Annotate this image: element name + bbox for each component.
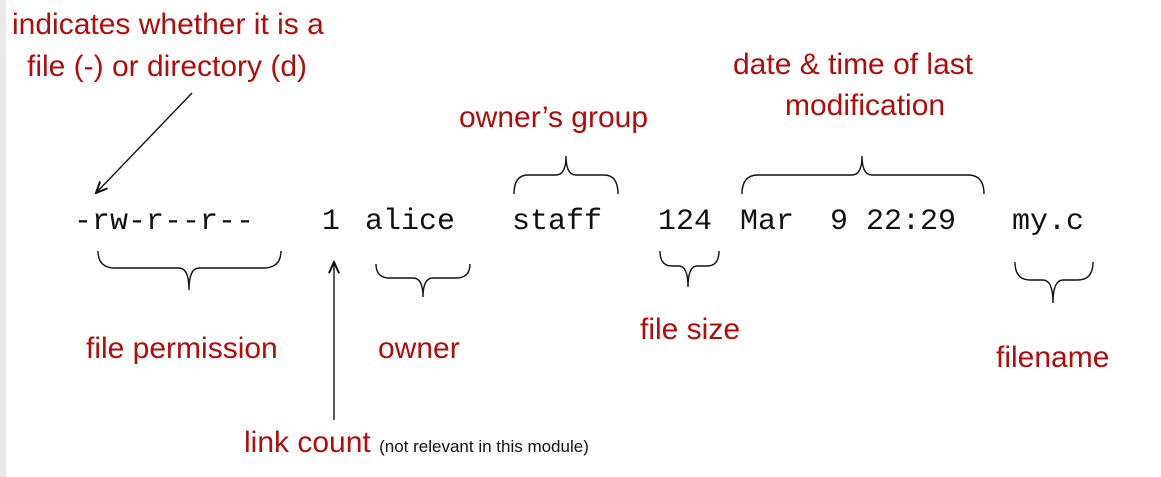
permissions-brace <box>97 250 282 291</box>
group-field: staff <box>512 205 603 239</box>
permissions-label: file permission <box>86 332 278 365</box>
group-brace <box>513 155 619 195</box>
date-label-line1: date & time of last <box>733 48 974 81</box>
size-label: file size <box>640 313 741 346</box>
file-type-label-line1: indicates whether it is a <box>12 8 324 41</box>
size-brace <box>659 250 720 288</box>
date-time-brace <box>741 155 985 195</box>
file-type-arrow <box>96 92 193 193</box>
filename-label: filename <box>996 341 1110 374</box>
link-count-note: (not relevant in this module) <box>379 437 589 456</box>
date-time-field: Mar 9 22:29 <box>740 205 957 239</box>
link-count-label: link count (not relevant in this module) <box>244 425 589 464</box>
owner-label: owner <box>378 332 460 365</box>
owner-brace <box>375 263 471 298</box>
size-field: 124 <box>658 205 713 239</box>
permissions-field: -rw-r--r-- <box>74 205 255 239</box>
left-edge-strip <box>0 0 6 477</box>
group-label: owner’s group <box>459 101 649 134</box>
filename-brace <box>1014 261 1094 304</box>
filename-field: my.c <box>1012 205 1085 239</box>
link-count-field: 1 <box>322 205 341 239</box>
link-count-label-text: link count <box>244 426 371 459</box>
file-type-label-line2: file (-) or directory (d) <box>27 50 308 83</box>
owner-field: alice <box>365 205 456 239</box>
date-label-line2: modification <box>785 89 946 122</box>
